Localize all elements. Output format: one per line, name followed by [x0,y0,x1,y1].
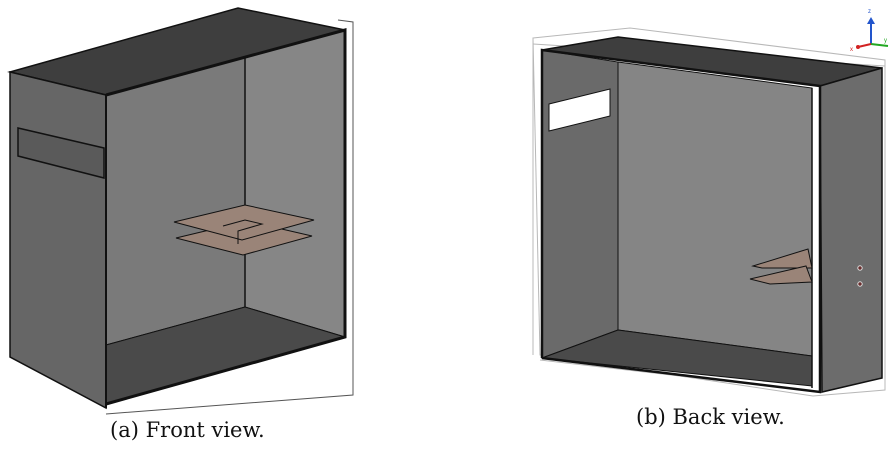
x-axis-label: x [850,47,853,53]
back-back-inner-wall [617,61,813,357]
front-antenna-upper-plate [173,204,315,241]
front-view-enclosure [7,7,354,415]
front-back-inner-wall [105,56,246,346]
back-antenna-lower-plate [749,265,813,285]
back-right-side [819,67,883,393]
back-side-slot [548,88,611,132]
back-antenna-upper-plate [751,248,813,269]
front-antenna-slot-line [222,219,264,244]
caption-front-view: (a) Front view. [110,418,265,442]
back-view-enclosure [532,27,886,397]
front-right-inner-wall [244,29,346,338]
z-axis-label: z [868,9,871,15]
x-axis-line [857,43,872,48]
y-axis-line [870,43,889,47]
x-axis-tip [856,45,860,49]
back-bounding-box-outer [532,27,886,397]
back-port-lower [857,281,863,287]
caption-back-view: (b) Back view. [636,405,785,429]
y-axis-label: y [884,38,887,44]
front-bounding-box [105,19,354,415]
front-side-slot [17,127,105,179]
z-axis-arrow [867,17,875,24]
front-rim [105,28,347,406]
front-left-side [9,71,107,410]
axes-triad-icon: z x y [850,9,889,53]
back-port-upper [857,265,863,271]
back-rim [540,48,822,394]
